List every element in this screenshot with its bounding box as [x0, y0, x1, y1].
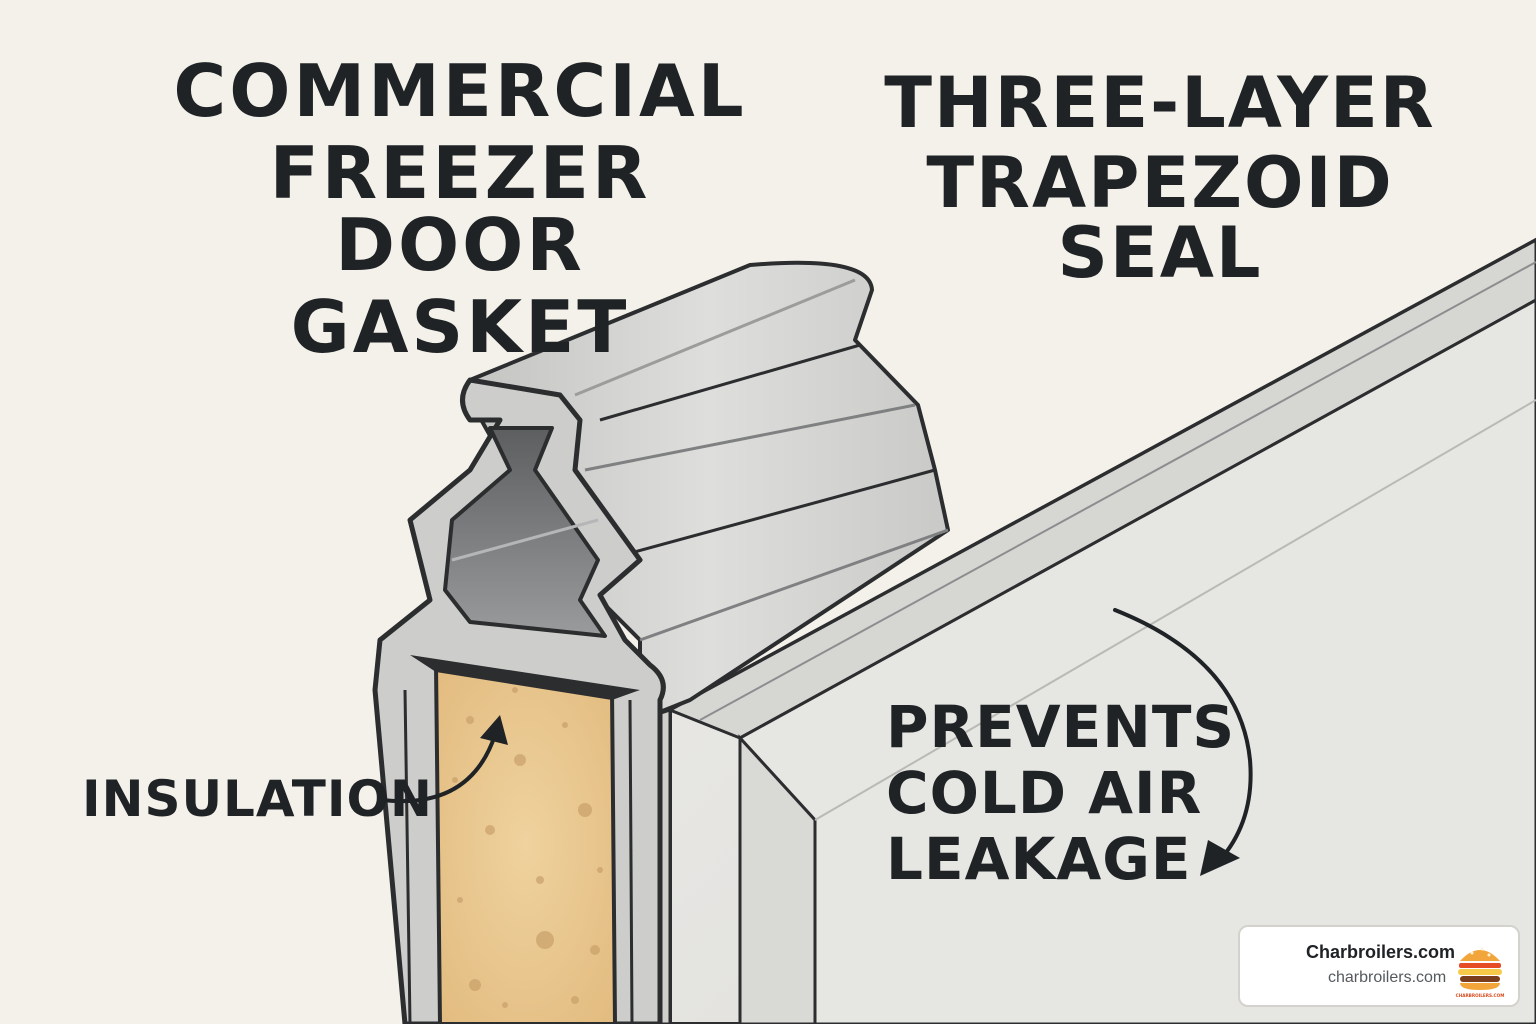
title-left-line: FREEZER DOOR: [269, 131, 651, 287]
title-commercial-freezer-door-gasket: COMMERCIAL FREEZER DOOR GASKET: [140, 55, 780, 373]
insulation-core: [410, 655, 640, 1024]
prevents-line: COLD AIR: [886, 759, 1203, 828]
title-three-layer-trapezoid-seal: THREE-LAYER TRAPEZOID SEAL: [840, 68, 1480, 298]
burger-logo-icon: CHARBROILERS.COM: [1456, 947, 1505, 998]
title-left-line: COMMERCIAL: [173, 49, 747, 133]
prevents-line: LEAKAGE: [886, 825, 1192, 894]
insulation-label: INSULATION: [82, 770, 433, 828]
prevents-line: PREVENTS: [886, 693, 1236, 761]
brand-name: Charbroilers.com: [1306, 942, 1456, 962]
brand-url: charbroilers.com: [1328, 969, 1447, 986]
title-right-line: THREE-LAYER: [884, 62, 1436, 144]
brand-badge[interactable]: Charbroilers.com charbroilers.com CHARBR…: [1238, 925, 1520, 1007]
title-right-line: TRAPEZOID SEAL: [926, 142, 1394, 294]
airflow-arrow: [1113, 608, 1253, 876]
burger-logo-text: CHARBROILERS.COM: [1456, 993, 1505, 998]
prevents-leakage-label: PREVENTS COLD AIR LEAKAGE: [886, 694, 1235, 892]
title-left-line: GASKET: [290, 285, 630, 369]
insulation-arrow: [380, 715, 508, 804]
